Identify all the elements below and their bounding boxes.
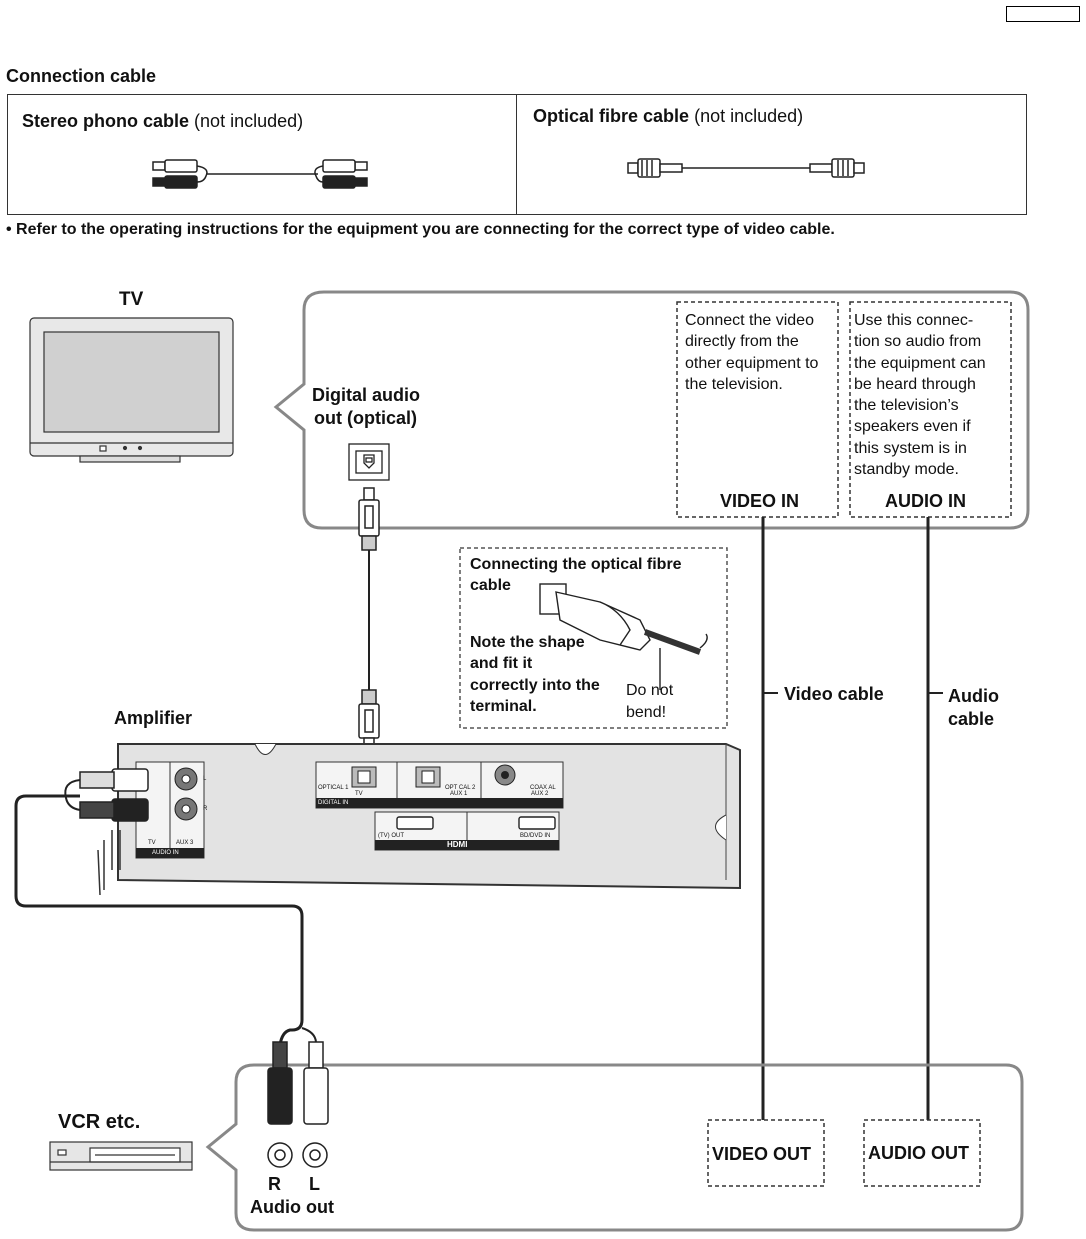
- stereo-cable-note: (not included): [194, 111, 304, 131]
- tv-optical-port-icon: [348, 443, 390, 481]
- vcr-rca-plugs: [267, 1041, 329, 1125]
- stereo-phono-cable-icon: [152, 159, 368, 189]
- optical-tip-title-line1: Connecting the optical fibre: [470, 556, 682, 573]
- port-tv-label: TV: [355, 791, 363, 797]
- optical-plug-bottom: [358, 689, 380, 751]
- port-audio-tv-label: TV: [148, 840, 156, 846]
- vcr-l-label: L: [309, 1174, 320, 1194]
- optical-cable-label: Optical fibre cable (not included): [533, 106, 803, 128]
- optical-plug-top: [358, 487, 380, 551]
- vcr-icon: [49, 1141, 193, 1171]
- port-hdmi-label: HDMI: [447, 840, 468, 849]
- optical-cable-note: (not included): [694, 106, 804, 126]
- audio-out-box: [863, 1119, 981, 1187]
- video-note-box: [676, 301, 839, 518]
- port-bd-dvd-in-label: BD/DVD IN: [520, 833, 551, 839]
- page-number-box: [1006, 6, 1080, 22]
- port-optcal2-label: OPT CAL 2: [445, 785, 476, 791]
- vcr-r-label: R: [268, 1174, 281, 1194]
- optical-cable-name: Optical fibre cable: [533, 106, 690, 126]
- cable-table-divider: [516, 94, 517, 215]
- stereo-cable-name: Stereo phono cable: [22, 111, 190, 131]
- port-audio-in-label: AUDIO IN: [152, 850, 179, 856]
- port-aux2-label: AUX 2: [531, 791, 549, 797]
- digital-audio-out-line1: Digital audio: [312, 385, 420, 405]
- optical-fibre-cable-icon: [627, 158, 865, 178]
- video-cable-label: Video cable: [784, 684, 884, 704]
- optical-tip-box: [459, 547, 728, 729]
- vcr-audio-out-label: Audio out: [250, 1197, 334, 1217]
- tv-icon: [29, 317, 234, 463]
- video-cable-note: • Refer to the operating instructions fo…: [6, 221, 835, 238]
- audio-note: Use this connec- tion so audio from the …: [854, 312, 986, 479]
- audio-note-box: [849, 301, 1012, 518]
- section-title: Connection cable: [6, 66, 157, 86]
- tv-callout-bubble: [273, 290, 1030, 530]
- optical-tip-bend-line2: bend!: [626, 704, 667, 721]
- digital-audio-out-line2: out (optical): [314, 408, 417, 428]
- vcr-label: VCR etc.: [58, 1111, 141, 1133]
- cable-table: [7, 94, 1027, 215]
- optical-tip-shape-note: Note the shape and fit it correctly into…: [470, 634, 600, 715]
- stereo-cable-label: Stereo phono cable (not included): [22, 111, 303, 133]
- video-note: Connect the video directly from the othe…: [685, 312, 819, 393]
- audio-in-label: AUDIO IN: [885, 491, 966, 511]
- port-aux1-label: AUX 1: [450, 791, 468, 797]
- optical-tip-bend-line1: Do not: [626, 682, 674, 699]
- rca-plugs-amplifier: [64, 768, 149, 822]
- tv-label: TV: [119, 289, 144, 310]
- audio-cable-label-line1: Audio: [948, 686, 999, 706]
- video-out-label: VIDEO OUT: [712, 1144, 812, 1164]
- vcr-callout-bubble: [205, 1063, 1024, 1232]
- port-tv-out-label: (TV) OUT: [378, 833, 404, 839]
- port-optical1-label: OPTICAL 1: [318, 785, 349, 791]
- audio-out-label: AUDIO OUT: [868, 1143, 969, 1163]
- port-r-label: R: [203, 806, 208, 812]
- port-l-label: L: [203, 776, 207, 782]
- optical-tip-title-line2: cable: [470, 577, 511, 594]
- amplifier-panel: [97, 743, 741, 896]
- vcr-audio-jacks: [267, 1142, 328, 1168]
- stereo-audio-cable-split: [301, 1027, 317, 1043]
- amplifier-label: Amplifier: [114, 708, 193, 728]
- optical-plug-hand-icon: [539, 583, 708, 690]
- port-aux3-label: AUX 3: [176, 840, 194, 846]
- audio-cable-label-line2: cable: [948, 709, 995, 729]
- port-digital-in-label: DIGITAL IN: [318, 800, 349, 806]
- stereo-audio-cable-line: [14, 794, 304, 1046]
- video-in-label: VIDEO IN: [720, 491, 800, 511]
- video-out-box: [707, 1119, 825, 1187]
- port-coax-label: COAX AL: [530, 785, 556, 791]
